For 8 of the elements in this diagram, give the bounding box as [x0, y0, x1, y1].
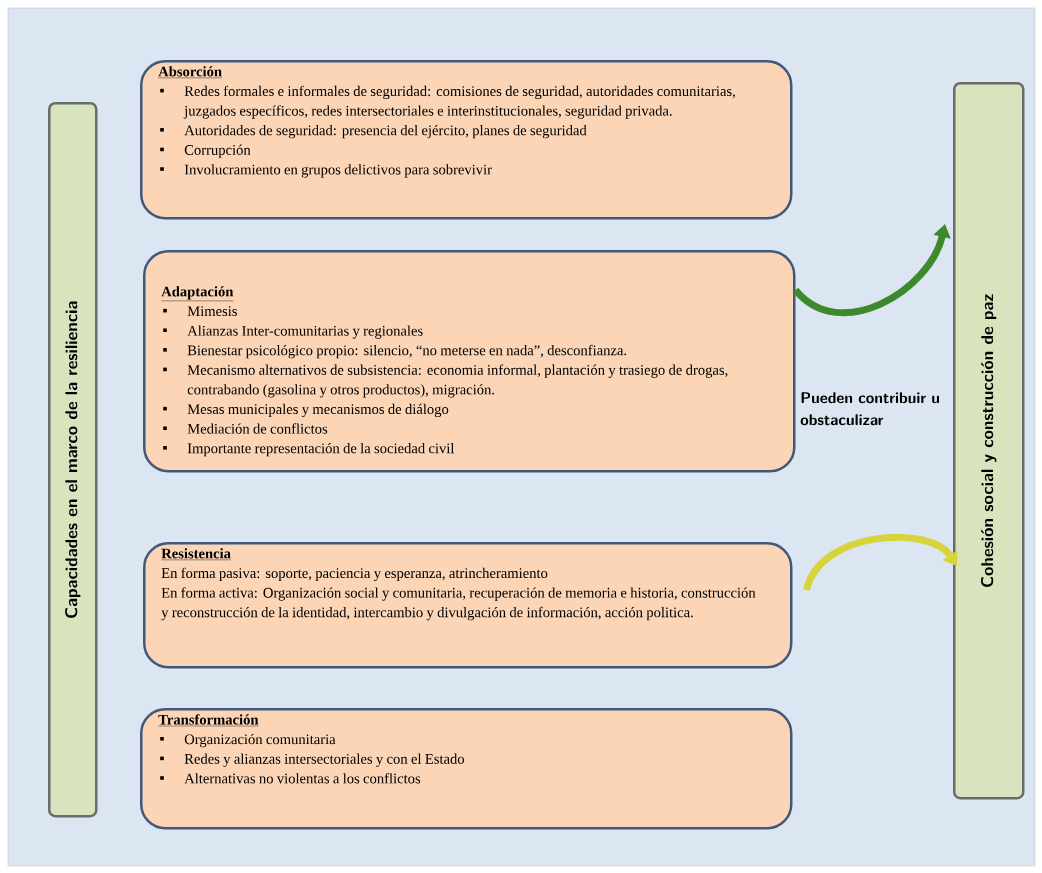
vertical-bar: Capacidades en el marco de la resiliencia — [48, 102, 98, 818]
text-box: Adaptación Mimesis Alianzas Inter-comunitarias y regionales Bienestar psicológico propio: silencio, “no meterse en nada”, desconfianza. Mecanismo alternativos de subsistencia: economia informal, plantación y trasiego de drogas, contrabando (gasolina y otros productos), migración. Mesas municipales y mecanismos de diálogo Mediación de conflictos Importante representación de la sociedad civil — [143, 250, 796, 473]
curved-arrow — [803, 533, 958, 592]
text-box: Resistencia En forma pasiva: soporte, paciencia y esperanza, atrincheramiento En forma activa: Organización social y comunitaria, recuperación de memoria e historia, construcción y reconstrucción de la identidad, intercambio y divulgación de información, acción politica. — [143, 542, 793, 669]
note-text: Pueden contribuir u obstaculizar — [800, 392, 939, 426]
vertical-bar: Cohesión social y construcción de paz — [953, 82, 1025, 800]
text-box: Transformación Organización comunitaria Redes y alianzas intersectoriales y con el Estado Alternativas no violentas a los conflictos — [140, 708, 793, 830]
text-box: Absorción Redes formales e informales de seguridad: comisiones de seguridad, autoridades comunitarias, juzgados específicos, redes intersectoriales e interinstitucionales, seguridad privada. Autoridades de seguridad: presencia del ejército, planes de seguridad Corrupción Involucramiento en grupos delictivos para sobrevivir — [140, 60, 793, 220]
